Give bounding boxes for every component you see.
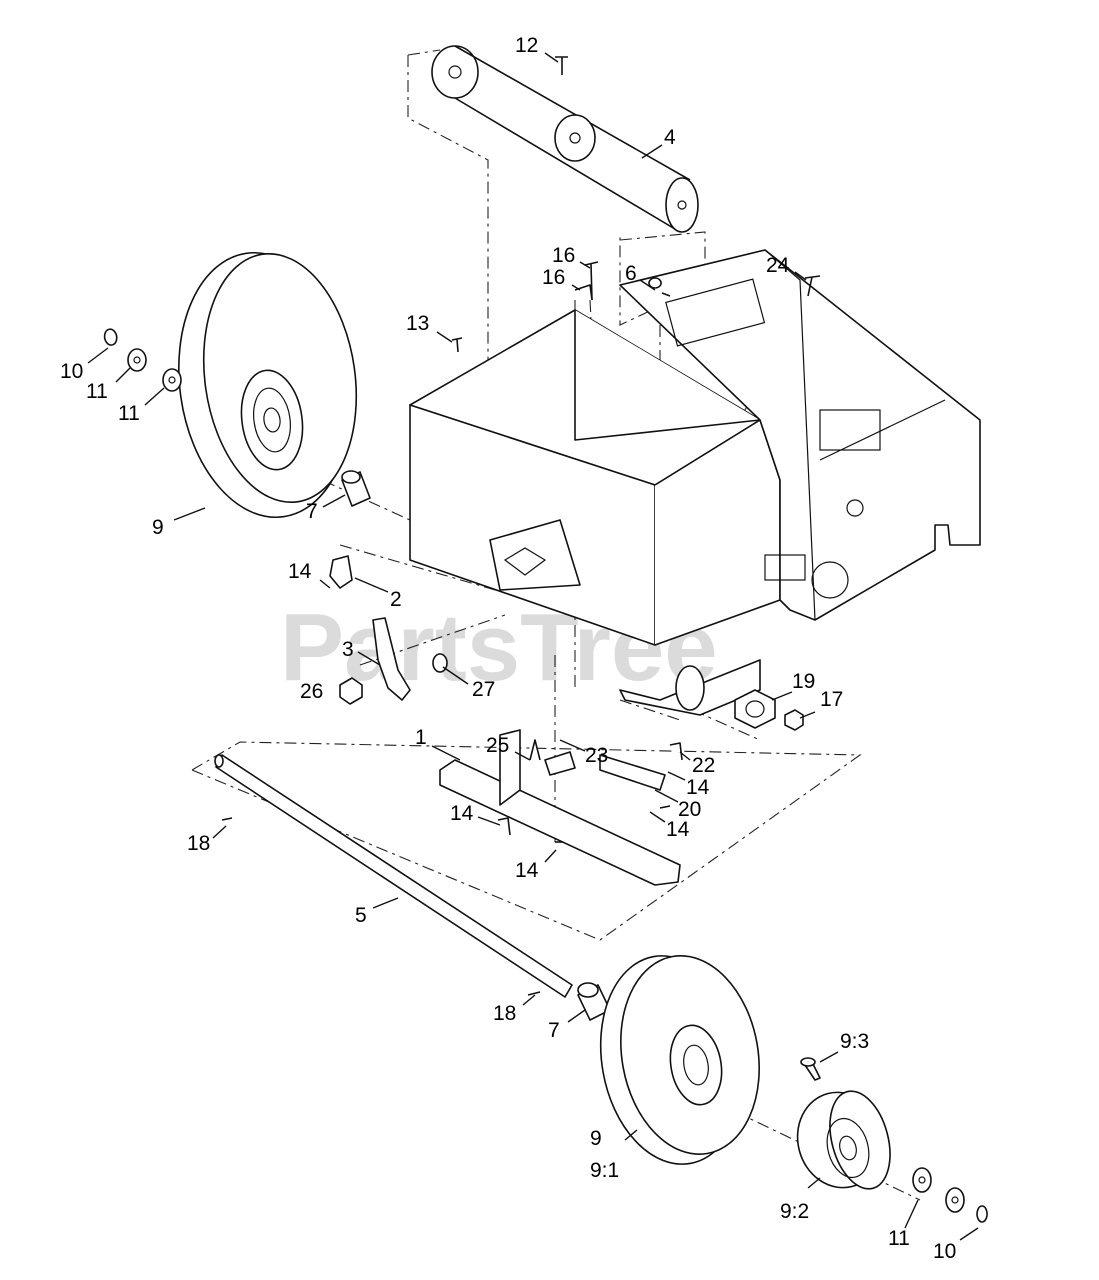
callout-12: 12 [515,34,538,57]
callout-22: 22 [692,754,715,777]
handle-tube [431,45,699,233]
callout-14: 14 [686,776,710,799]
callout-3: 3 [342,638,354,661]
wheel-rim [796,1057,891,1190]
callout-9-3: 9:3 [840,1030,869,1053]
callout-23: 23 [585,744,608,767]
callout-7: 7 [306,500,318,523]
axle-tube [214,754,573,998]
right-wheel [599,955,760,1165]
callout-9: 9 [590,1127,602,1150]
callout-13: 13 [406,312,429,335]
callout-18: 18 [493,1002,516,1025]
callout-18: 18 [187,832,210,855]
callout-5: 5 [355,904,367,927]
callout-16: 16 [552,244,575,267]
callout-9-2: 9:2 [780,1200,809,1223]
callout-10: 10 [60,360,83,383]
callout-27: 27 [472,678,495,701]
left-wheel [178,251,358,519]
callout-25: 25 [486,734,509,757]
right-hardware [912,1167,988,1223]
callout-14: 14 [666,818,690,841]
callout-14: 14 [288,560,312,583]
callout-6: 6 [625,262,637,285]
callout-10: 10 [933,1240,956,1263]
callout-24: 24 [766,254,790,277]
hardware-parts [329,56,821,843]
callout-11: 11 [118,402,140,425]
callout-20: 20 [678,798,701,821]
callout-2: 2 [390,588,402,611]
adjustment-plate [439,729,681,886]
callout-labels: 12 4 16 16 6 24 13 10 11 11 9 7 14 2 3 2… [60,34,956,1263]
callout-9-1: 9:1 [590,1159,619,1182]
callout-14: 14 [515,859,539,882]
callout-11: 11 [888,1227,910,1250]
callout-4: 4 [664,126,676,149]
callout-16: 16 [542,266,565,289]
callout-11: 11 [86,380,108,403]
callout-1: 1 [415,726,427,749]
callout-26: 26 [300,680,323,703]
callout-7: 7 [548,1019,560,1042]
frame-assembly [409,249,981,716]
callout-17: 17 [820,688,843,711]
callout-14: 14 [450,802,474,825]
callout-19: 19 [792,670,815,693]
right-bushing [577,982,611,1021]
left-hardware [103,328,371,507]
callout-9: 9 [152,516,164,539]
leader-lines [87,52,979,1241]
